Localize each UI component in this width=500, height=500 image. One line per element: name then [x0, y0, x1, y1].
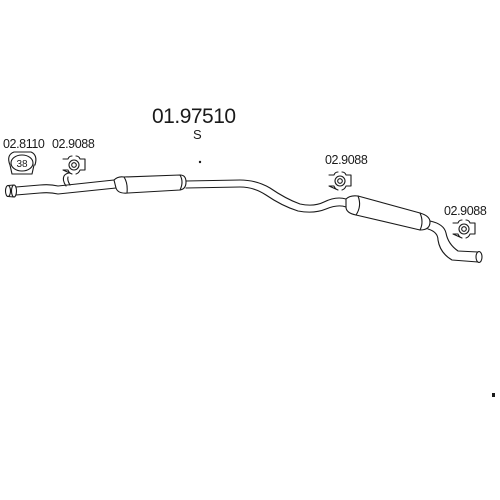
front-silencer — [113, 174, 187, 194]
rear-silencer — [345, 195, 431, 231]
middle-pipe — [185, 179, 347, 213]
leader-dot — [198, 160, 202, 164]
clamp-38-icon — [8, 151, 37, 175]
rubber-hanger-middle-icon — [328, 171, 352, 191]
rubber-hanger-front-icon — [62, 155, 86, 175]
hanger-bracket — [62, 172, 71, 187]
tail-pipe — [427, 220, 483, 264]
hanger-middle-part-number: 02.9088 — [325, 153, 368, 167]
clamp-part-number: 02.8110 — [3, 137, 45, 151]
front-pipe — [4, 179, 117, 198]
hanger-rear-part-number: 02.9088 — [444, 204, 487, 218]
variant-label: S — [193, 127, 202, 142]
rubber-hanger-rear-icon — [452, 219, 476, 239]
edge-mark — [492, 393, 495, 397]
clamp-size-label: 38 — [16, 159, 28, 170]
hanger-front-part-number: 02.9088 — [52, 137, 95, 151]
part-number: 01.97510 — [152, 105, 236, 128]
